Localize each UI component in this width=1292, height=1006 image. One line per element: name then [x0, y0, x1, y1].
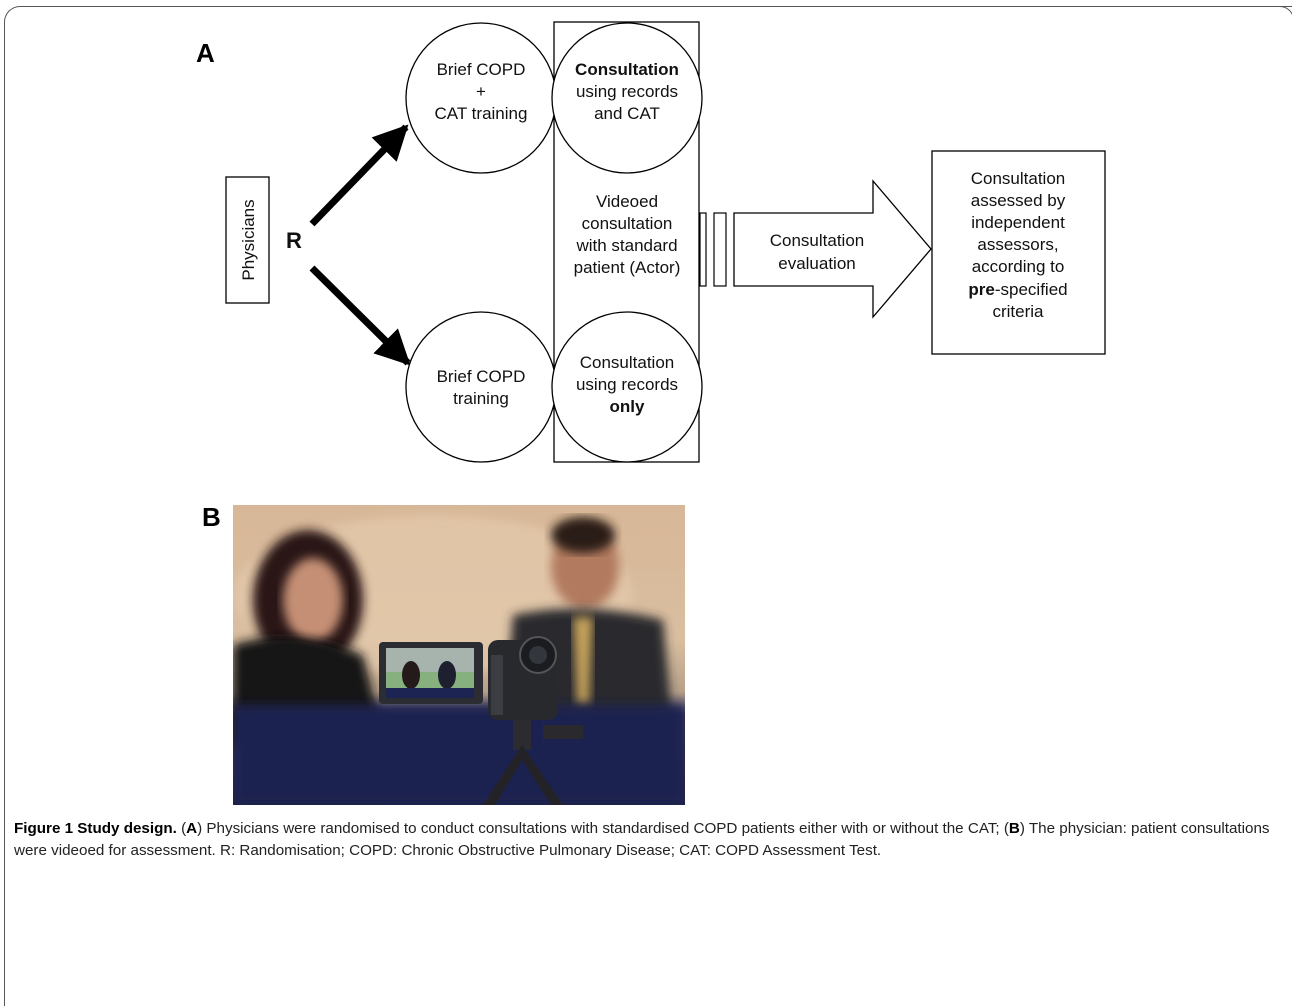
- physicians-label: Physicians: [239, 199, 258, 280]
- arm1-consult-line2: using records: [576, 82, 678, 101]
- assessment-line1: Consultation: [971, 169, 1066, 188]
- evaluation-line1: Consultation: [770, 231, 865, 250]
- video-line2: consultation: [582, 214, 673, 233]
- physicians-box: [225, 176, 270, 304]
- caption-text-1: (: [176, 820, 187, 837]
- arrow-stripe-2: [713, 212, 727, 287]
- assessment-line6: pre-specified: [968, 280, 1067, 299]
- panel-label-a: A: [196, 38, 215, 68]
- panel-label-b: B: [202, 502, 221, 532]
- arm1-training-line2: +: [476, 82, 486, 101]
- arm2-training-circle: [405, 311, 557, 463]
- arrow-stripe-1: [699, 212, 707, 287]
- study-design-diagram: Physicians R Brief COPD + CAT training C…: [225, 21, 1106, 463]
- arm1-consult-line3: and CAT: [594, 104, 660, 123]
- video-line4: patient (Actor): [574, 258, 681, 277]
- arm2-training-line1: Brief COPD: [437, 367, 526, 386]
- arrow-to-arm1: [309, 124, 409, 227]
- caption-label: Figure 1 Study design.: [14, 820, 177, 837]
- assessment-line4: assessors,: [977, 235, 1058, 254]
- arm2-consult-line2: using records: [576, 375, 678, 394]
- assessment-line3: independent: [971, 213, 1065, 232]
- video-line1: Videoed: [596, 192, 658, 211]
- arm1-training-line3: CAT training: [435, 104, 528, 123]
- figure-frame-corner: [1273, 6, 1292, 27]
- arm1-consult-circle: [551, 22, 703, 174]
- arm2-consult-line3: only: [610, 397, 645, 416]
- consultation-photo: [233, 505, 685, 805]
- evaluation-arrow: [733, 179, 932, 319]
- arm1-training-line1: Brief COPD: [437, 60, 526, 79]
- arm2-consult-line1: Consultation: [580, 353, 675, 372]
- caption-text-2: ) Physicians were randomised to conduct …: [197, 820, 1009, 837]
- arm2-consult-circle: [551, 311, 703, 463]
- arm2-training-line2: training: [453, 389, 509, 408]
- caption-ref-a: A: [186, 820, 198, 837]
- assessment-box: [931, 150, 1106, 355]
- randomisation-label: R: [286, 228, 302, 253]
- video-line3: with standard: [575, 236, 677, 255]
- caption-ref-b: B: [1008, 820, 1020, 837]
- assessment-line2: assessed by: [971, 191, 1066, 210]
- evaluation-line2: evaluation: [778, 254, 856, 273]
- camcorder-photo-illustration: [233, 515, 685, 805]
- arrow-to-arm2: [309, 265, 411, 366]
- assessment-line7: criteria: [992, 302, 1044, 321]
- figure-caption: Figure 1 Study design. (A) Physicians we…: [14, 818, 1279, 862]
- figure-frame: [4, 6, 1292, 1006]
- caption-text-3: ) The physician: patient consultations w…: [14, 820, 1270, 859]
- assessment-line5: according to: [972, 257, 1065, 276]
- arm1-consult-line1: Consultation: [575, 60, 679, 79]
